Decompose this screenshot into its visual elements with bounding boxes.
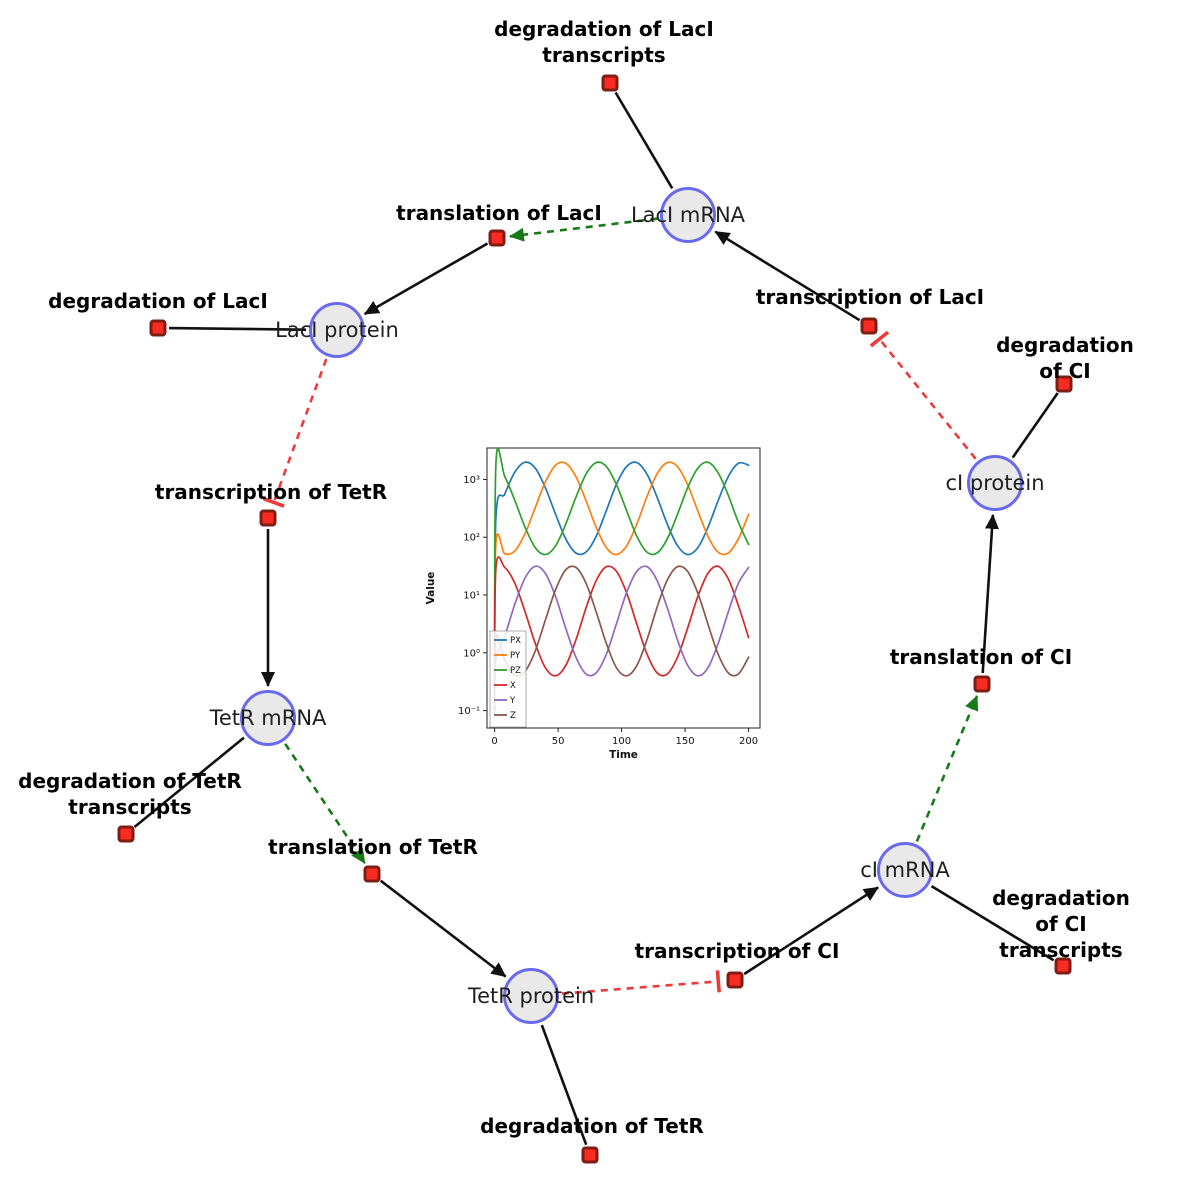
reaction-node-transl-ci[interactable] [973, 675, 991, 693]
y-tick-label: 10³ [463, 475, 480, 486]
edge-consumption-ci-mrna-deg-ci-tx [930, 884, 1055, 962]
y-tick-label: 10¹ [463, 591, 480, 602]
x-axis-label: Time [609, 749, 638, 760]
reaction-label-txn-laci: transcription of LacI [755, 285, 985, 309]
y-tick-label: 10⁻¹ [458, 706, 480, 717]
reaction-label-deg-ci-tx: degradation of CI transcripts [992, 886, 1130, 962]
species-label-ci-mrna: cI mRNA [860, 858, 950, 882]
reaction-node-deg-tetr[interactable] [581, 1146, 599, 1164]
reaction-label-transl-tetr: translation of TetR [268, 835, 478, 859]
edge-modifier-ci-mrna-transl-ci [915, 695, 979, 842]
edge-consumption-ci-protein-deg-ci [1011, 392, 1059, 459]
reaction-label-deg-tetr: degradation of TetR [480, 1114, 704, 1138]
reaction-label-deg-tetr-tx: degradation of TetR transcripts [18, 769, 242, 819]
edge-consumption-laci-mrna-deg-laci-tx [614, 91, 674, 189]
x-tick-label: 200 [739, 736, 758, 747]
y-tick-label: 10⁰ [463, 648, 480, 659]
edge-inhibition-tetr-protein-txn-ci [561, 970, 721, 995]
series-PX [493, 461, 750, 712]
edge-consumption-tetr-mrna-deg-tetr-tx [133, 736, 245, 829]
series-X [493, 556, 750, 712]
reaction-label-deg-ci: degradation of CI [996, 333, 1134, 383]
y-tick-label: 10² [463, 533, 480, 544]
series-PY [493, 461, 750, 712]
x-tick-label: 0 [491, 736, 497, 747]
chart-legend-box [489, 630, 527, 728]
reaction-node-transl-tetr[interactable] [363, 865, 381, 883]
series-Y [493, 565, 750, 712]
species-label-laci-protein: LacI protein [275, 318, 399, 342]
species-label-laci-mrna: LacI mRNA [630, 203, 746, 227]
chart-axes-box [486, 447, 761, 729]
reaction-node-txn-ci[interactable] [726, 971, 744, 989]
edge-production-transl-tetr-tetr-protein [379, 879, 507, 978]
reaction-node-transl-laci[interactable] [488, 229, 506, 247]
reaction-node-deg-tetr-tx[interactable] [117, 825, 135, 843]
species-node-ci-mrna[interactable] [877, 842, 933, 898]
edge-production-transl-ci-ci-protein [981, 513, 999, 674]
legend-label-Y: Y [509, 696, 516, 706]
edge-modifier-tetr-mrna-transl-tetr [284, 743, 366, 865]
reaction-label-txn-tetr: transcription of TetR [154, 480, 388, 504]
edge-production-transl-laci-laci-protein [363, 242, 489, 316]
edge-consumption-laci-protein-deg-laci [168, 326, 307, 331]
legend-label-PX: PX [510, 636, 521, 646]
legend-label-PZ: PZ [510, 666, 521, 676]
species-node-laci-mrna[interactable] [660, 187, 716, 243]
species-node-ci-protein[interactable] [967, 455, 1023, 511]
reaction-label-deg-laci-tx: degradation of LacI transcripts [494, 17, 714, 67]
species-label-tetr-protein: TetR protein [467, 984, 595, 1008]
reaction-node-deg-laci-tx[interactable] [601, 74, 619, 92]
series-Z [493, 565, 750, 712]
species-node-tetr-mrna[interactable] [240, 690, 296, 746]
reaction-label-txn-ci: transcription of CI [634, 939, 840, 963]
reaction-node-txn-tetr[interactable] [259, 509, 277, 527]
edge-consumption-tetr-protein-deg-tetr [540, 1024, 588, 1146]
species-node-laci-protein[interactable] [309, 302, 365, 358]
y-axis-label: Value [425, 572, 437, 605]
edge-production-txn-laci-laci-mrna [714, 230, 861, 322]
legend-label-X: X [510, 681, 516, 691]
reaction-node-txn-laci[interactable] [860, 317, 878, 335]
x-tick-label: 150 [676, 736, 695, 747]
reaction-node-deg-laci[interactable] [149, 319, 167, 337]
chart-series-group [493, 448, 750, 712]
reaction-label-deg-laci: degradation of LacI [48, 289, 268, 313]
edge-modifier-laci-mrna-transl-laci [508, 217, 658, 242]
species-node-tetr-protein[interactable] [503, 968, 559, 1024]
x-tick-label: 50 [552, 736, 565, 747]
reaction-label-transl-ci: translation of CI [889, 645, 1073, 669]
reaction-node-deg-ci[interactable] [1055, 375, 1073, 393]
x-tick-label: 100 [612, 736, 631, 747]
reaction-label-transl-laci: translation of LacI [396, 201, 602, 225]
edge-production-txn-ci-ci-mrna [743, 886, 879, 976]
species-label-tetr-mrna: TetR mRNA [209, 706, 327, 730]
legend-label-Z: Z [510, 711, 516, 721]
species-label-ci-protein: cI protein [945, 471, 1045, 495]
legend-label-PY: PY [510, 651, 521, 661]
reaction-node-deg-ci-tx[interactable] [1054, 957, 1072, 975]
series-PZ [493, 448, 750, 712]
edge-inhibition-ci-protein-txn-laci [869, 330, 977, 460]
